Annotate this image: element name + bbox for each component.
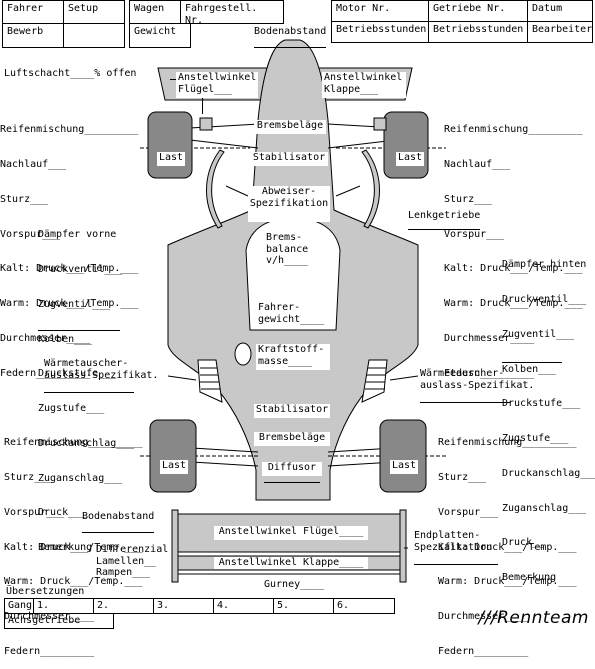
- label-rear-wing-angle: Anstellwinkel Flügel____: [214, 526, 368, 540]
- mirror-left: [199, 117, 213, 131]
- line-bodenabstand-front: [254, 47, 326, 48]
- rear-damper-setup: Dämpfer hinten Druckventil___ Zugventil_…: [502, 259, 595, 584]
- fuel-cap: [234, 342, 252, 366]
- label-lenkgetriebe: Lenkgetriebe: [408, 210, 481, 221]
- gear-5: 5.: [273, 598, 334, 614]
- label-front-flap-angle: Anstellwinkel Klappe___: [322, 72, 406, 98]
- line-bodenabstand-rear: [82, 532, 154, 533]
- line-bemerkung-rear: [502, 362, 562, 363]
- label-front-wing-angle: Anstellwinkel Flügel___: [176, 72, 258, 98]
- label-brake-balance: Brems- balance v/h____: [266, 232, 309, 267]
- label-last-rear-left: Last: [160, 460, 188, 474]
- label-gurney: Gurney____: [264, 579, 325, 590]
- label-rear-brake-pads: Bremsbeläge: [254, 432, 330, 446]
- label-endplatten: Endplatten- Spezifikation: [414, 530, 493, 553]
- header-wagen: Wagen: [129, 0, 181, 24]
- rear-left-tire-setup: Reifenmischung_________ Sturz___ Vorspur…: [4, 437, 143, 657]
- front-left-tire-setup: Reifenmischung_________ Nachlauf___ Stur…: [0, 124, 139, 379]
- label-front-brake-pads: Bremsbeläge: [254, 120, 326, 134]
- tire-front-left: [147, 111, 193, 179]
- label-last-front-left: Last: [157, 152, 185, 166]
- label-last-front-right: Last: [396, 152, 424, 166]
- line-endplatten: [414, 564, 498, 565]
- front-damper-setup: Dämpfer vorne Druckventil___ Zugventil__…: [38, 229, 135, 554]
- label-bargeboard-spec: Abweiser- Spezifikation: [248, 186, 330, 222]
- bargeboard-right: [361, 149, 380, 229]
- header-setup-value: [63, 23, 125, 48]
- line-radiator-right: [420, 402, 510, 403]
- label-radiator-right: Wärmetauscher- auslass-Spezifikat.: [420, 368, 535, 391]
- front-right-tire-setup: Reifenmischung_________ Nachlauf___ Stur…: [444, 124, 583, 379]
- label-last-rear-right: Last: [390, 460, 418, 474]
- gear-achsgetriebe: Achsgetriebe: [4, 613, 114, 629]
- header-setup: Setup: [63, 0, 125, 24]
- header-datum: Datum: [527, 0, 593, 22]
- label-bodenabstand-rear: Bodenabstand: [82, 511, 155, 522]
- label-fuel-mass: Kraftstoff- masse____: [256, 344, 330, 370]
- line-diffusor: [264, 482, 320, 483]
- mirror-right: [373, 117, 387, 131]
- gear-6: 6.: [333, 598, 395, 614]
- label-front-stabilizer: Stabilisator: [250, 152, 328, 166]
- header-gewicht: Gewicht: [129, 23, 191, 48]
- label-rear-flap-angle: Anstellwinkel Klappe____: [214, 557, 368, 569]
- gear-gang: Gang: [4, 598, 34, 614]
- label-uebersetzungen: Übersetzungen: [6, 586, 85, 597]
- label-bodenabstand-front: Bodenabstand: [254, 26, 327, 37]
- label-diffusor: Diffusor: [262, 462, 322, 476]
- radiator-outlet-right: [361, 359, 388, 403]
- label-driver-weight: Fahrer- gewicht____: [258, 302, 325, 325]
- header-fahrgestell: Fahrgestell. Nr.: [180, 0, 284, 26]
- line-lenkgetriebe: [408, 229, 480, 230]
- header-fahrer: Fahrer: [2, 0, 64, 24]
- radiator-outlet-left: [197, 359, 223, 403]
- header-motor: Motor Nr.: [331, 0, 429, 22]
- rear-wing-endplate-right: [399, 509, 407, 583]
- gear-2: 2.: [93, 598, 154, 614]
- label-radiator-left: Wärmetauscher- auslass-Spezifikat.: [44, 358, 159, 381]
- gear-4: 4.: [213, 598, 274, 614]
- line-bemerkung-front: [38, 330, 120, 331]
- bargeboard-left: [206, 149, 225, 229]
- gear-1: 1.: [33, 598, 94, 614]
- label-rear-stabilizer: Stabilisator: [254, 404, 330, 418]
- brand-logo: ///Rennteam: [478, 608, 589, 628]
- line-radiator-left: [44, 392, 134, 393]
- label-differenzial: Differenzial Lamellen__ Rampen___: [96, 544, 169, 579]
- gear-3: 3.: [153, 598, 214, 614]
- tire-front-right: [383, 111, 429, 179]
- tire-rear-right: [379, 419, 427, 493]
- tire-rear-left: [149, 419, 197, 493]
- header-bearbeiter: Bearbeiter: [527, 21, 593, 43]
- header-bewerb: Bewerb: [2, 23, 64, 48]
- rear-wing-endplate-left: [171, 509, 179, 583]
- header-betriebsstunden-1: Betriebsstunden: [331, 21, 429, 43]
- header-betriebsstunden-2: Betriebsstunden: [428, 21, 528, 43]
- header-getriebe-nr: Getriebe Nr.: [428, 0, 528, 22]
- label-luftschacht: Luftschacht____% offen: [4, 68, 137, 79]
